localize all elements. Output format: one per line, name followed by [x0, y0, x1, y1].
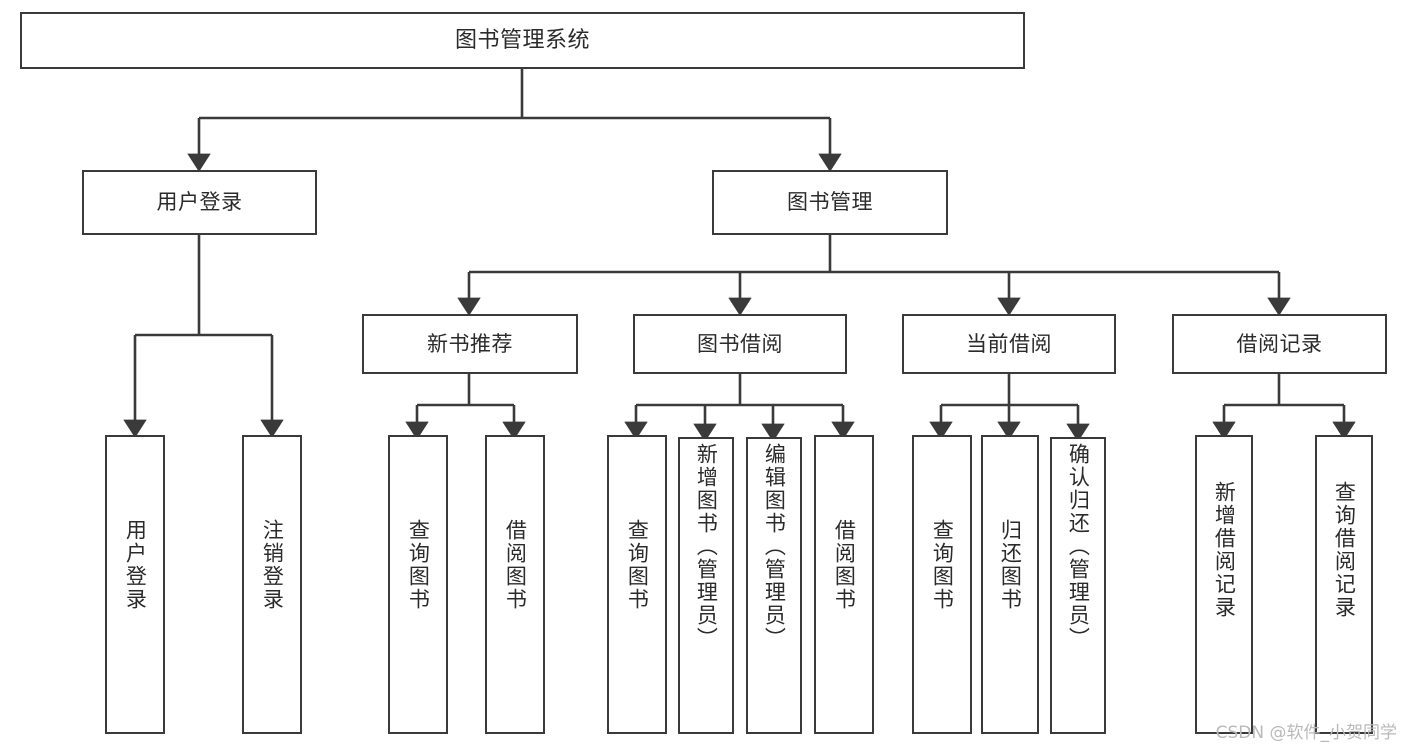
node-current-borrow[interactable]: 当前借阅 [902, 314, 1116, 374]
node-label: 当前借阅 [966, 331, 1052, 356]
node-leaf-query-book-recommend[interactable]: 查询图书 [388, 435, 448, 734]
node-system-root[interactable]: 图书管理系统 [20, 12, 1025, 69]
node-label: 借阅记录 [1236, 331, 1323, 356]
node-label: 图书管理 [787, 190, 873, 215]
node-leaf-logout[interactable]: 注销登录 [242, 435, 302, 734]
node-label: 新增借阅记录 [1212, 481, 1237, 619]
node-leaf-query-book-current[interactable]: 查询图书 [912, 435, 972, 734]
node-user-login[interactable]: 用户登录 [82, 170, 317, 235]
node-leaf-edit-book-admin[interactable]: 编辑图书（管理员） [746, 437, 802, 734]
node-label: 查询借阅记录 [1332, 481, 1357, 619]
node-label: 新增图书（管理员） [694, 443, 719, 650]
node-leaf-user-login[interactable]: 用户登录 [105, 435, 165, 734]
node-book-management[interactable]: 图书管理 [712, 170, 948, 235]
node-leaf-query-book-borrow[interactable]: 查询图书 [607, 435, 667, 734]
node-leaf-borrow-book[interactable]: 借阅图书 [814, 435, 874, 734]
node-leaf-confirm-return-admin[interactable]: 确认归还（管理员） [1050, 437, 1106, 734]
node-label: 编辑图书（管理员） [762, 443, 787, 650]
node-leaf-query-borrow-record[interactable]: 查询借阅记录 [1315, 435, 1373, 734]
node-label: 借阅图书 [832, 519, 857, 611]
node-label: 借阅图书 [503, 519, 528, 611]
node-label: 归还图书 [998, 519, 1023, 611]
node-borrow-record[interactable]: 借阅记录 [1172, 314, 1387, 374]
node-label: 查询图书 [625, 519, 650, 611]
node-leaf-add-borrow-record[interactable]: 新增借阅记录 [1195, 435, 1253, 734]
node-label: 查询图书 [930, 519, 955, 611]
node-leaf-borrow-book-recommend[interactable]: 借阅图书 [485, 435, 545, 734]
node-leaf-add-book-admin[interactable]: 新增图书（管理员） [678, 437, 734, 734]
node-label: 图书管理系统 [454, 27, 590, 53]
node-label: 确认归还（管理员） [1066, 443, 1091, 650]
node-label: 用户登录 [156, 190, 243, 215]
node-label: 注销登录 [260, 519, 285, 611]
node-label: 新书推荐 [427, 331, 513, 356]
node-label: 用户登录 [123, 519, 148, 611]
node-new-book-recommend[interactable]: 新书推荐 [362, 314, 578, 374]
node-book-borrow[interactable]: 图书借阅 [633, 314, 847, 374]
node-label: 查询图书 [406, 519, 431, 611]
node-label: 图书借阅 [697, 331, 783, 356]
node-leaf-return-book[interactable]: 归还图书 [981, 435, 1039, 734]
